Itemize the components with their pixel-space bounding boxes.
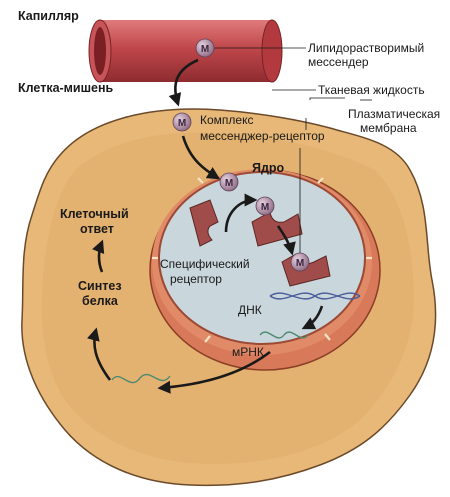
mrna-in-cytoplasm — [111, 373, 171, 384]
mrna-in-nucleus — [259, 331, 309, 339]
label-plasma-membrane-1: Плазматическая — [348, 107, 440, 121]
svg-text:M: M — [225, 178, 233, 189]
capillary — [88, 19, 283, 83]
arrow-capillary-to-cell — [168, 58, 199, 107]
arrow-dna-to-mrna — [301, 305, 324, 330]
label-specific-receptor-2: рецептор — [170, 272, 222, 286]
label-nucleus: Ядро — [252, 161, 285, 175]
label-target-cell: Клетка-мишень — [18, 81, 114, 95]
arrow-to-nucleus — [181, 135, 221, 180]
label-plasma-membrane-2: мембрана — [360, 121, 417, 135]
svg-text:M: M — [178, 118, 186, 129]
arrow-complex-to-dna — [276, 225, 296, 256]
arrow-mrna-to-cytoplasm — [157, 350, 271, 394]
label-complex-2: мессенджер-рецептор — [200, 129, 325, 143]
arrow-receptor-binding — [224, 193, 258, 233]
label-dna: ДНК — [238, 303, 262, 317]
messenger-in-cytoplasm: M — [172, 112, 192, 132]
label-protein-synthesis-2: белка — [82, 294, 119, 308]
messenger-bound-1: M — [255, 196, 275, 216]
label-tissue-fluid: Тканевая жидкость — [318, 83, 425, 97]
messenger-entering-nucleus: M — [219, 172, 239, 192]
svg-text:M: M — [296, 258, 304, 269]
dna-strand — [269, 292, 361, 300]
svg-text:M: M — [201, 44, 209, 55]
arrow-protein-to-response — [92, 239, 105, 273]
label-capillary: Капилляр — [18, 9, 79, 23]
specific-receptor — [189, 199, 219, 247]
arrows — [87, 58, 324, 394]
messenger-bound-2: M — [290, 252, 310, 272]
label-lipid-messenger-2: мессендер — [308, 55, 369, 69]
label-specific-receptor-1: Специфический — [160, 257, 250, 271]
label-cell-response-2: ответ — [80, 222, 114, 236]
label-cell-response-1: Клеточный — [60, 207, 129, 221]
messenger-in-capillary: M — [195, 38, 215, 58]
label-mrna: мРНК — [232, 345, 264, 359]
arrow-mrna-to-protein — [87, 327, 112, 381]
label-protein-synthesis-1: Синтез — [78, 279, 122, 293]
svg-text:M: M — [261, 202, 269, 213]
label-lipid-messenger-1: Липидорастворимый — [308, 41, 424, 55]
label-complex-1: Комплекс — [200, 113, 253, 127]
leader-lines — [214, 47, 372, 262]
